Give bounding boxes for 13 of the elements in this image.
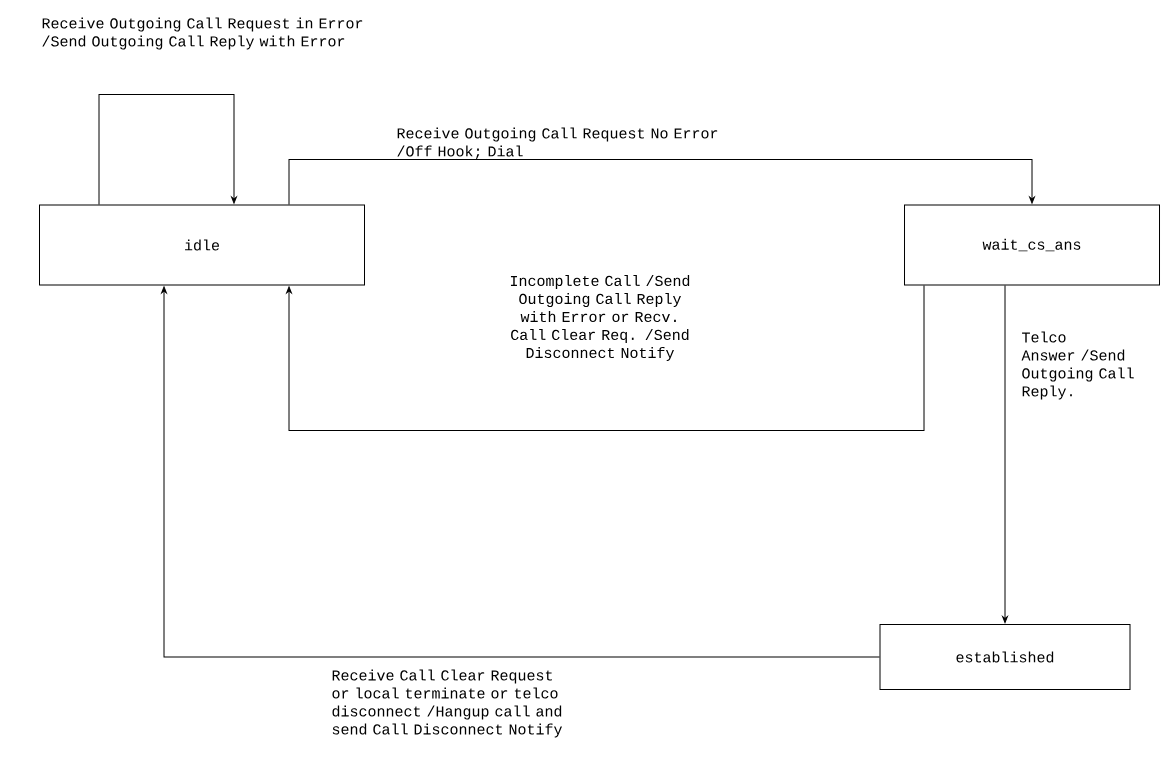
arrow (288, 159, 1035, 205)
arrow (286, 285, 925, 431)
edge-label: Receive Outgoing Call Request in Error /Send Outgoing Call Reply with Error (42, 17, 363, 50)
arrow (1002, 285, 1008, 624)
edge-label: Incomplete Call /Send Outgoing Call Reply with Error or Recv. Call Clear Req. /Send Disconnect Notify (510, 275, 690, 361)
edge-label: Receive Call Clear Request or local terminate or telco disconnect /Hangup call and send Call Disconnect Notify (332, 669, 562, 738)
edge-label: Telco Answer /Send Outgoing Call Reply. (1021, 331, 1134, 400)
state-box: idle (39, 204, 365, 286)
edge-label: Receive Outgoing Call Request No Error /Off Hook; Dial (397, 127, 718, 159)
arrow (161, 286, 880, 658)
arrow (98, 94, 237, 205)
state-box: established (879, 624, 1131, 690)
state-box: wait_cs_ans (904, 204, 1160, 286)
